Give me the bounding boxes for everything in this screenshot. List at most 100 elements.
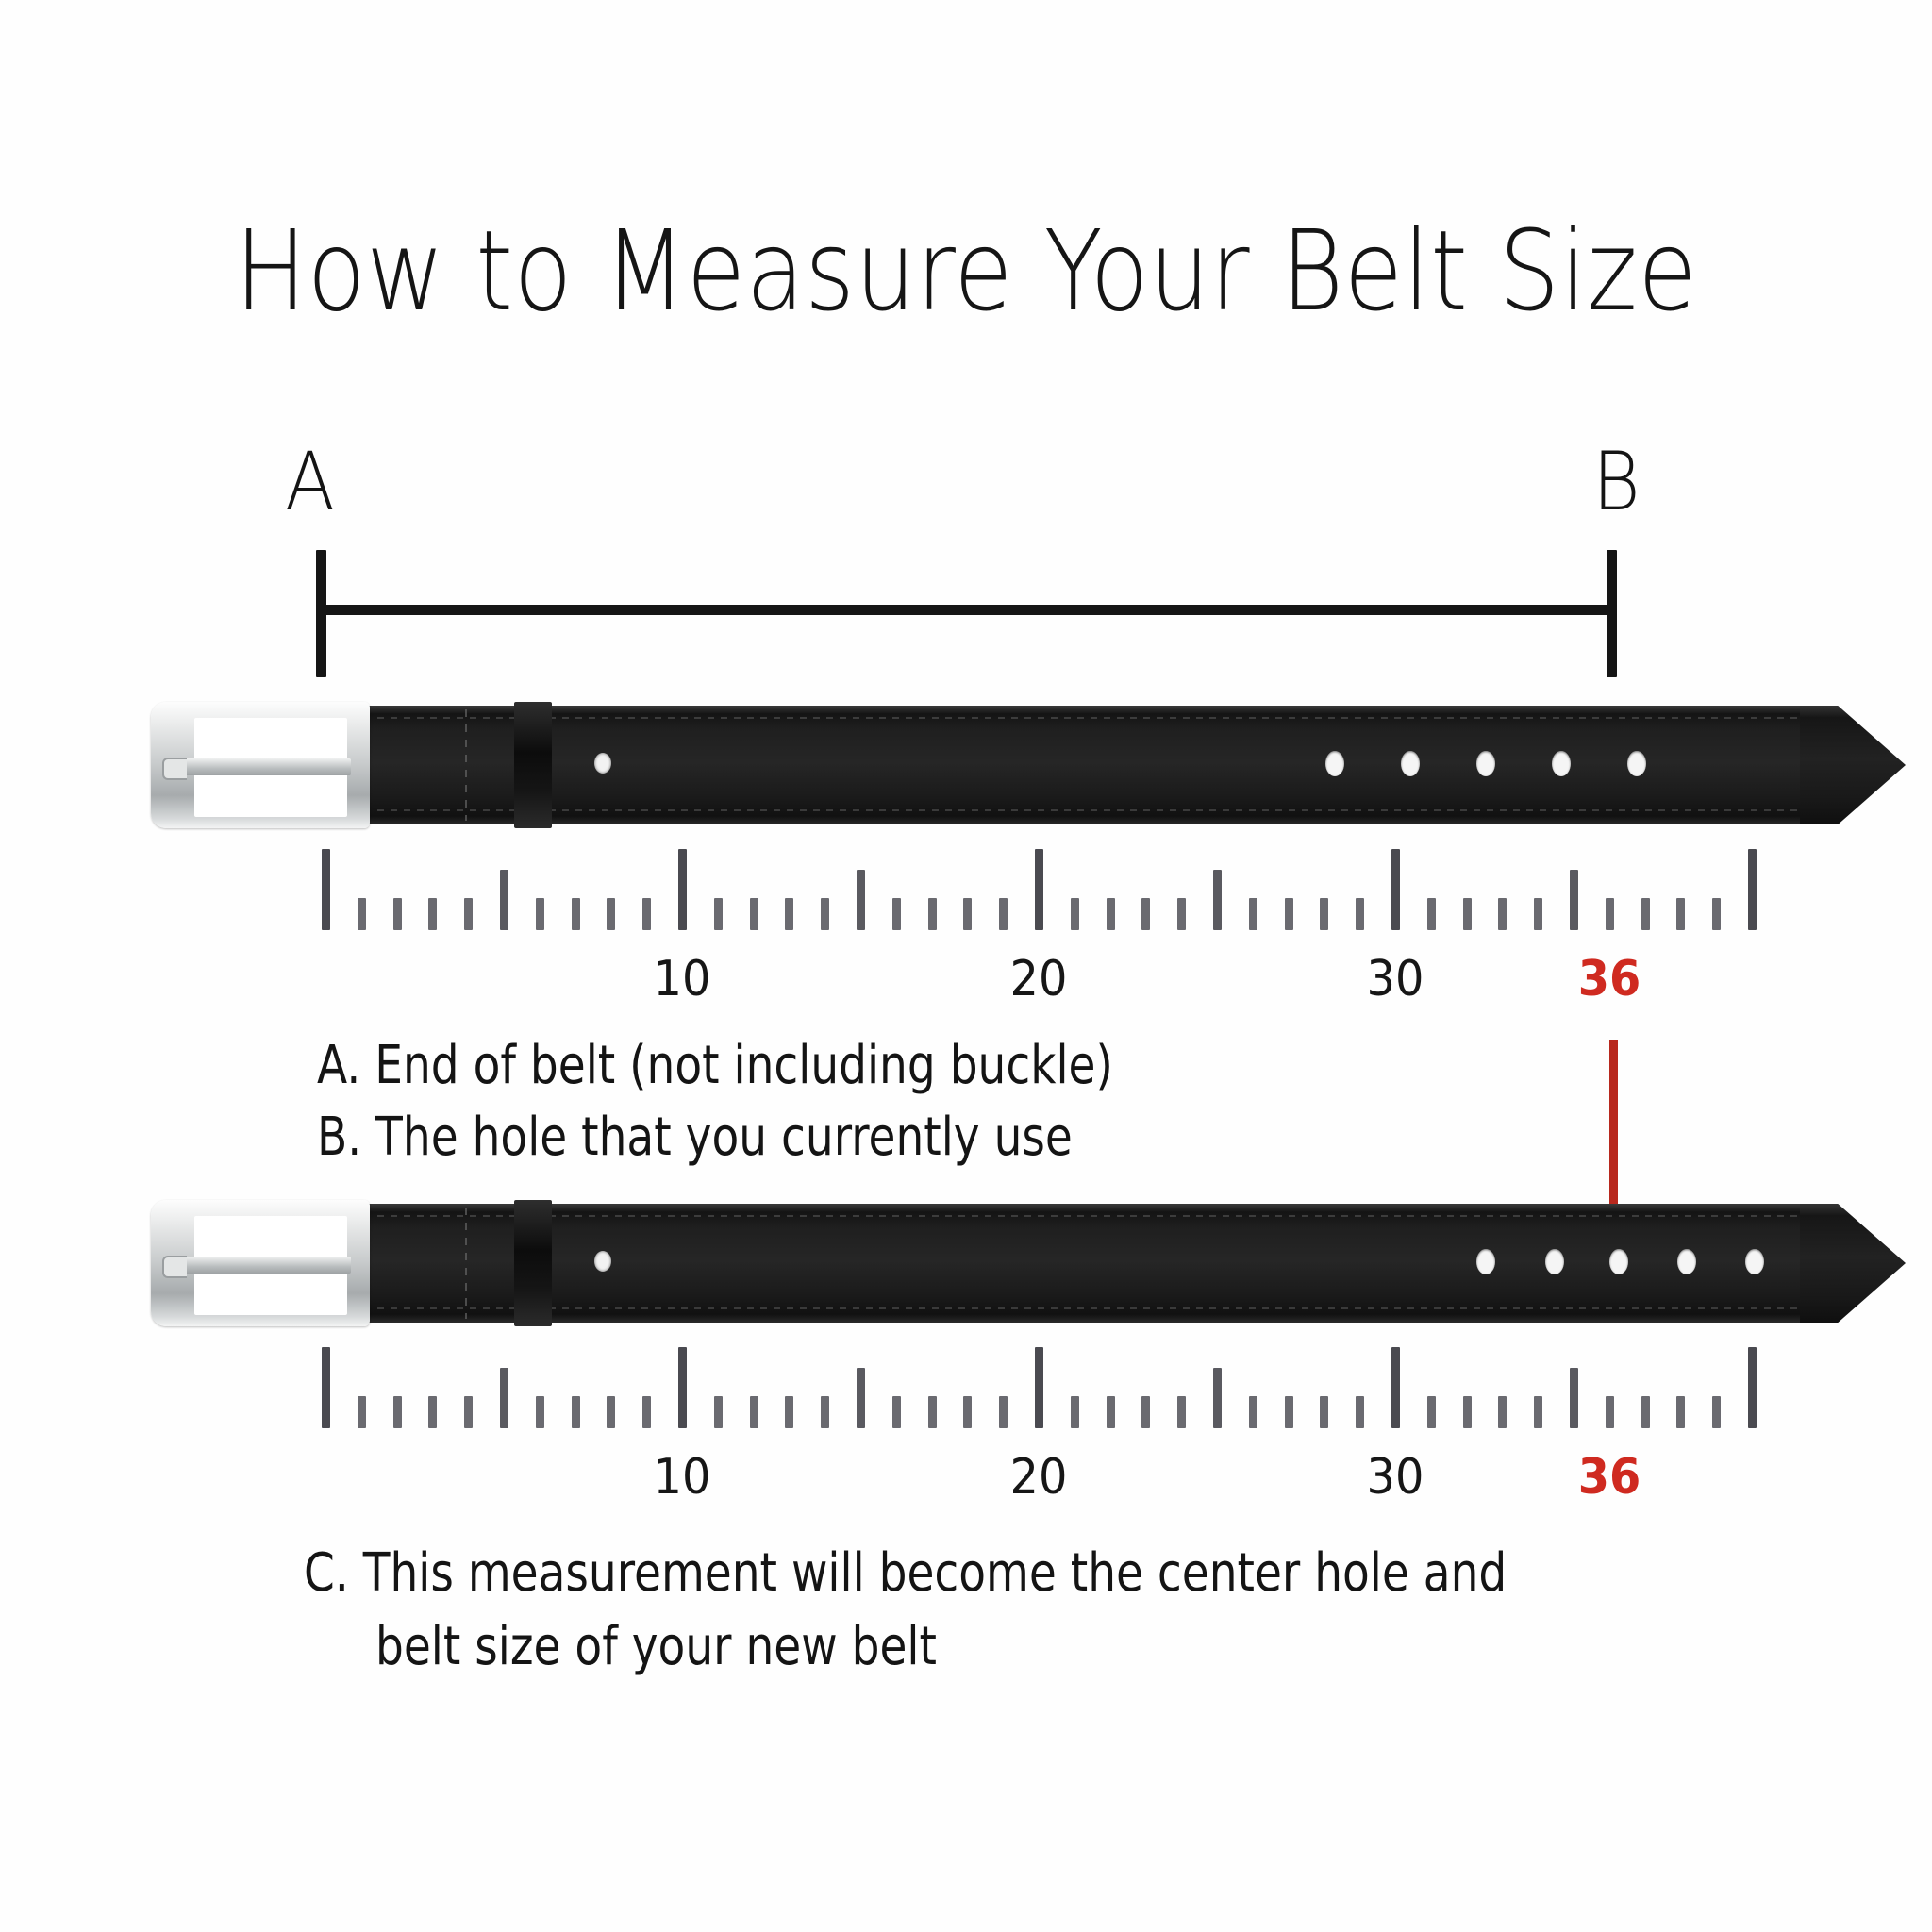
ruler-tick-26 xyxy=(1248,898,1257,930)
ruler-tick-24 xyxy=(1177,898,1187,930)
ruler-tick-1 xyxy=(357,898,366,930)
belt-prong-hole xyxy=(594,1251,611,1272)
ruler-tick-5 xyxy=(500,1368,508,1428)
ruler-tick-19 xyxy=(999,898,1008,930)
ruler-label-10: 10 xyxy=(653,1449,711,1506)
belt-hole xyxy=(1401,751,1420,776)
ruler-tick-2 xyxy=(392,898,402,930)
ruler-tick-15 xyxy=(857,870,865,930)
ruler-tick-38 xyxy=(1676,1396,1686,1428)
ruler-tick-39 xyxy=(1712,1396,1722,1428)
belt-stitch-top xyxy=(377,1215,1802,1217)
ruler-tick-32 xyxy=(1462,898,1472,930)
belt-buckle xyxy=(151,702,370,828)
page-title: How to Measure Your Belt Size xyxy=(234,206,1698,336)
ruler-tick-28 xyxy=(1320,1396,1329,1428)
ruler-top xyxy=(0,849,1932,930)
ruler-tick-21 xyxy=(1070,1396,1079,1428)
ruler-tick-0 xyxy=(322,849,330,930)
ruler-label-36: 36 xyxy=(1577,1449,1641,1506)
ruler-tick-21 xyxy=(1070,898,1079,930)
belt-hole xyxy=(1476,1249,1495,1274)
ruler-tick-5 xyxy=(500,870,508,930)
ruler-tick-15 xyxy=(857,1368,865,1428)
ruler-tick-32 xyxy=(1462,1396,1472,1428)
ruler-tick-6 xyxy=(535,1396,544,1428)
ruler-tick-10 xyxy=(678,1347,687,1428)
ruler-tick-33 xyxy=(1498,898,1507,930)
ruler-label-30: 30 xyxy=(1366,951,1424,1008)
ruler-tick-36 xyxy=(1605,1396,1614,1428)
ruler-tick-30 xyxy=(1391,849,1400,930)
belt-buckle xyxy=(151,1200,370,1326)
ruler-tick-2 xyxy=(392,1396,402,1428)
ruler-tick-9 xyxy=(642,1396,652,1428)
ruler-top-labels: 10 20 30 36 xyxy=(0,955,1932,1021)
belt-prong-hole xyxy=(594,753,611,774)
ruler-tick-34 xyxy=(1534,898,1543,930)
ruler-tick-35 xyxy=(1570,1368,1578,1428)
ruler-tick-30 xyxy=(1391,1347,1400,1428)
belt-keeper-loop xyxy=(514,702,552,828)
belt-stitch-top xyxy=(377,717,1802,719)
ruler-tick-38 xyxy=(1676,898,1686,930)
ruler-tick-12 xyxy=(749,1396,758,1428)
ruler-bottom xyxy=(0,1347,1932,1428)
buckle-crossbar xyxy=(179,758,351,775)
ruler-tick-26 xyxy=(1248,1396,1257,1428)
belt-seam xyxy=(465,1208,467,1319)
buckle-opening-bottom xyxy=(194,1272,347,1315)
bracket-label-a: A xyxy=(285,435,335,529)
buckle-crossbar xyxy=(179,1257,351,1274)
belt-hole xyxy=(1627,751,1646,776)
ruler-tick-28 xyxy=(1320,898,1329,930)
ruler-tick-31 xyxy=(1426,898,1436,930)
ruler-label-20: 20 xyxy=(1009,951,1068,1008)
ruler-tick-24 xyxy=(1177,1396,1187,1428)
ruler-tick-14 xyxy=(821,1396,830,1428)
belt-hole xyxy=(1325,751,1344,776)
arrow-shaft xyxy=(1609,1040,1618,1224)
ruler-tick-25 xyxy=(1213,1368,1222,1428)
bracket-label-b: B xyxy=(1592,435,1641,529)
belt-hole xyxy=(1476,751,1495,776)
belt-strap xyxy=(358,1204,1819,1323)
ruler-tick-3 xyxy=(428,898,438,930)
caption-c-line2: belt size of your new belt xyxy=(375,1616,937,1677)
belt-seam xyxy=(465,709,467,821)
belt-illustration-bottom xyxy=(151,1196,1906,1328)
ruler-tick-20 xyxy=(1035,1347,1043,1428)
belt-stitch-bottom xyxy=(377,809,1802,811)
ruler-tick-36 xyxy=(1605,898,1614,930)
ruler-tick-3 xyxy=(428,1396,438,1428)
ruler-tick-31 xyxy=(1426,1396,1436,1428)
belt-stitch-bottom xyxy=(377,1307,1802,1309)
ruler-tick-22 xyxy=(1106,898,1115,930)
ruler-tick-40 xyxy=(1748,1347,1757,1428)
ruler-label-10: 10 xyxy=(653,951,711,1008)
buckle-opening-top xyxy=(194,1216,347,1259)
ruler-tick-23 xyxy=(1141,1396,1151,1428)
ruler-tick-13 xyxy=(785,898,794,930)
ruler-tick-37 xyxy=(1641,1396,1650,1428)
ruler-tick-17 xyxy=(927,898,937,930)
ruler-tick-12 xyxy=(749,898,758,930)
ruler-tick-11 xyxy=(713,1396,723,1428)
belt-strap xyxy=(358,706,1819,824)
ruler-tick-20 xyxy=(1035,849,1043,930)
ruler-tick-34 xyxy=(1534,1396,1543,1428)
buckle-prong xyxy=(162,1256,187,1278)
ruler-tick-10 xyxy=(678,849,687,930)
belt-hole xyxy=(1545,1249,1564,1274)
belt-tip xyxy=(1800,1204,1906,1323)
ruler-tick-13 xyxy=(785,1396,794,1428)
belt-illustration-top xyxy=(151,698,1906,830)
caption-b: B. The hole that you currently use xyxy=(317,1107,1073,1168)
ruler-tick-29 xyxy=(1356,898,1365,930)
ruler-tick-8 xyxy=(607,898,616,930)
ruler-tick-11 xyxy=(713,898,723,930)
ruler-tick-7 xyxy=(571,898,580,930)
caption-a: A. End of belt (not including buckle) xyxy=(317,1035,1113,1096)
ruler-tick-0 xyxy=(322,1347,330,1428)
